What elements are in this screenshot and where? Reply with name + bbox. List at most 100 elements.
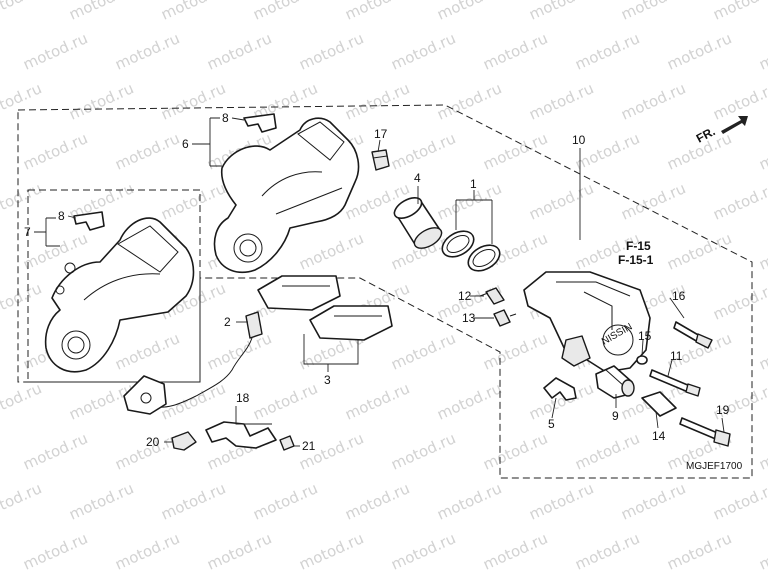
- drawing-code: MGJEF1700: [686, 461, 743, 472]
- watermark-text: motod.ru: [480, 429, 550, 473]
- assembly-outline-bracket: [27, 189, 201, 383]
- watermark-text: motod.ru: [664, 229, 734, 273]
- pin-sleeve: [641, 391, 677, 417]
- watermark-text: motod.ru: [66, 0, 136, 24]
- pad-spring: [543, 377, 577, 401]
- callout-19: 19: [716, 403, 730, 417]
- callout-10: 10: [572, 133, 586, 147]
- watermark-text: motod.ru: [480, 529, 550, 573]
- watermark-text: motod.ru: [296, 229, 366, 273]
- watermark-text: motod.ru: [66, 79, 136, 123]
- watermark-text: motod.ru: [756, 329, 768, 373]
- callout-20: 20: [146, 435, 160, 449]
- watermark-text: motod.ru: [342, 79, 412, 123]
- watermark-text: motod.ru: [250, 479, 320, 523]
- wheel-speed-sensor: [123, 311, 263, 415]
- callout-6: 6: [182, 137, 189, 151]
- watermark-text: motod.ru: [250, 379, 320, 423]
- watermark-text: motod.ru: [0, 479, 44, 523]
- callout-2: 2: [224, 315, 231, 329]
- caliper-piston: [393, 196, 443, 249]
- caliper-bracket-lower: [44, 211, 195, 373]
- watermark-text: motod.ru: [0, 179, 44, 223]
- watermark-text: motod.ru: [20, 129, 90, 173]
- watermark-text: motod.ru: [388, 529, 458, 573]
- watermark-text: motod.ru: [618, 479, 688, 523]
- sensor-cable-clamp: [205, 421, 277, 449]
- watermark-text: motod.ru: [0, 279, 44, 323]
- watermark-text: motod.ru: [434, 379, 504, 423]
- pin-boot: [595, 365, 635, 399]
- watermark-text: motod.ru: [526, 79, 596, 123]
- watermark-text: motod.ru: [158, 0, 228, 24]
- callout-5: 5: [548, 417, 555, 431]
- watermark-text: motod.ru: [204, 529, 274, 573]
- leader-lines: [34, 117, 725, 447]
- callout-8-lower: 8: [58, 209, 65, 223]
- reference-label-f15-1: F-15-1: [618, 253, 654, 267]
- watermark-text: motod.ru: [112, 129, 182, 173]
- watermark-text: motod.ru: [526, 479, 596, 523]
- watermark-text: motod.ru: [710, 0, 768, 24]
- callout-18: 18: [236, 391, 250, 405]
- callout-11: 11: [670, 349, 683, 363]
- flange-bolt: [493, 309, 517, 327]
- watermark-text: motod.ru: [204, 329, 274, 373]
- watermark-text: motod.ru: [388, 329, 458, 373]
- callout-13: 13: [462, 311, 476, 325]
- callout-12: 12: [458, 289, 472, 303]
- watermark-text: motod.ru: [710, 279, 768, 323]
- piston-seal-set: [441, 230, 501, 272]
- watermark-text: motod.ru: [112, 29, 182, 73]
- callout-16: 16: [672, 289, 686, 303]
- callout-15: 15: [638, 329, 652, 343]
- watermark-text: motod.ru: [20, 429, 90, 473]
- watermark-text: motod.ru: [158, 179, 228, 223]
- callout-3: 3: [324, 373, 331, 387]
- watermark-text: motod.ru: [480, 129, 550, 173]
- watermark-text: motod.ru: [664, 529, 734, 573]
- watermark-text: motod.ru: [664, 29, 734, 73]
- watermark-text: motod.ru: [572, 429, 642, 473]
- watermark-text: motod.ru: [388, 29, 458, 73]
- callout-7: 7: [24, 225, 31, 239]
- watermark-text: motod.ru: [296, 29, 366, 73]
- watermark-text: motod.ru: [20, 29, 90, 73]
- watermark-text: motod.ru: [618, 179, 688, 223]
- callout-21: 21: [302, 439, 316, 453]
- watermark-text: motod.ru: [158, 79, 228, 123]
- watermark-text: motod.ru: [756, 29, 768, 73]
- watermark-text: motod.ru: [66, 479, 136, 523]
- bleeder-cap: [371, 149, 390, 171]
- watermark-text: motod.ru: [480, 29, 550, 73]
- watermark-text: motod.ru: [112, 329, 182, 373]
- watermark-text: motod.ru: [342, 0, 412, 24]
- brake-pad-set: [257, 275, 393, 341]
- reference-label-f15: F-15: [626, 239, 651, 253]
- watermark-text: motod.ru: [296, 529, 366, 573]
- watermark-text: motod.ru: [710, 179, 768, 223]
- watermark-text: motod.ru: [0, 79, 44, 123]
- watermark-text: motod.ru: [342, 379, 412, 423]
- watermark-text: motod.ru: [434, 479, 504, 523]
- bleeder-screw: [479, 287, 505, 305]
- watermark-text: motod.ru: [158, 479, 228, 523]
- watermark-text: motod.ru: [618, 0, 688, 24]
- callout-9: 9: [612, 409, 619, 423]
- watermark-text: motod.ru: [480, 329, 550, 373]
- clamp-bolt: [279, 435, 295, 451]
- watermark-text: motod.ru: [572, 529, 642, 573]
- watermark-text: motod.ru: [20, 529, 90, 573]
- slide-pin: [649, 369, 701, 397]
- watermark-text: motod.ru: [618, 79, 688, 123]
- watermark-text: motod.ru: [342, 479, 412, 523]
- watermark-text: motod.ru: [572, 29, 642, 73]
- washer-seal: [636, 355, 648, 365]
- watermark-text: motod.ru: [434, 0, 504, 24]
- caliper-body: NISSIN: [523, 271, 651, 373]
- watermark-text: motod.ru: [756, 429, 768, 473]
- watermark-text: motod.ru: [0, 0, 44, 24]
- callout-17: 17: [374, 127, 388, 141]
